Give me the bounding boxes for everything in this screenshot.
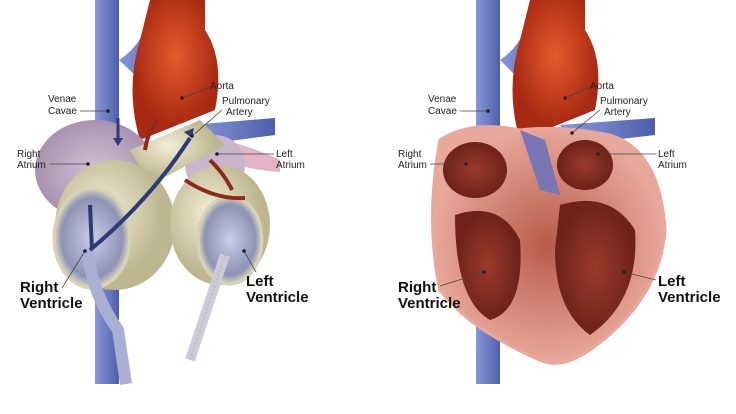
label-aorta: Aorta [210, 81, 234, 92]
left-panel-labels: Venae Cavae Aorta Pulmonary Artery Right… [17, 81, 309, 312]
left-atrium-chamber [557, 140, 613, 190]
label-aorta: Aorta [590, 81, 614, 92]
label-left-atrium: Left [658, 149, 675, 160]
right-panel-labels: Venae Cavae Aorta Pulmonary Artery Right… [398, 81, 721, 312]
svg-text:Atrium: Atrium [276, 160, 305, 171]
svg-text:Cavae: Cavae [48, 106, 77, 117]
svg-text:Cavae: Cavae [428, 106, 457, 117]
svg-text:Artery: Artery [604, 107, 631, 118]
right-ventricle-chamber [455, 210, 521, 320]
label-right-atrium: Right [17, 149, 41, 160]
svg-text:Ventricle: Ventricle [398, 295, 461, 312]
label-right-atrium: Right [398, 149, 422, 160]
natural-heart-illustration [431, 0, 667, 384]
label-pulmonary-artery: Pulmonary [222, 96, 270, 107]
artificial-heart-illustration [35, 0, 280, 385]
label-right-ventricle: Right [398, 279, 436, 296]
label-right-ventricle: Right [20, 279, 58, 296]
label-left-ventricle: Left [246, 273, 274, 290]
label-left-atrium: Left [276, 149, 293, 160]
blood-flow-arrow-blue [88, 136, 192, 252]
blood-flow-arrow-red [143, 118, 160, 151]
svg-text:Ventricle: Ventricle [20, 295, 83, 312]
label-venae-cavae: Venae [428, 94, 457, 105]
aorta-vessel [132, 0, 219, 140]
svg-text:Atrium: Atrium [17, 160, 46, 171]
svg-text:Atrium: Atrium [398, 160, 427, 171]
label-venae-cavae: Venae [48, 94, 77, 105]
svg-text:Ventricle: Ventricle [658, 289, 721, 306]
svg-text:Artery: Artery [226, 107, 253, 118]
label-pulmonary-artery: Pulmonary [600, 96, 648, 107]
left-ventricle-chamber [555, 200, 636, 335]
label-left-ventricle: Left [658, 273, 686, 290]
aorta-vessel-natural [512, 0, 599, 140]
right-atrium-chamber [443, 142, 507, 198]
svg-text:Atrium: Atrium [658, 160, 687, 171]
svg-text:Ventricle: Ventricle [246, 289, 309, 306]
